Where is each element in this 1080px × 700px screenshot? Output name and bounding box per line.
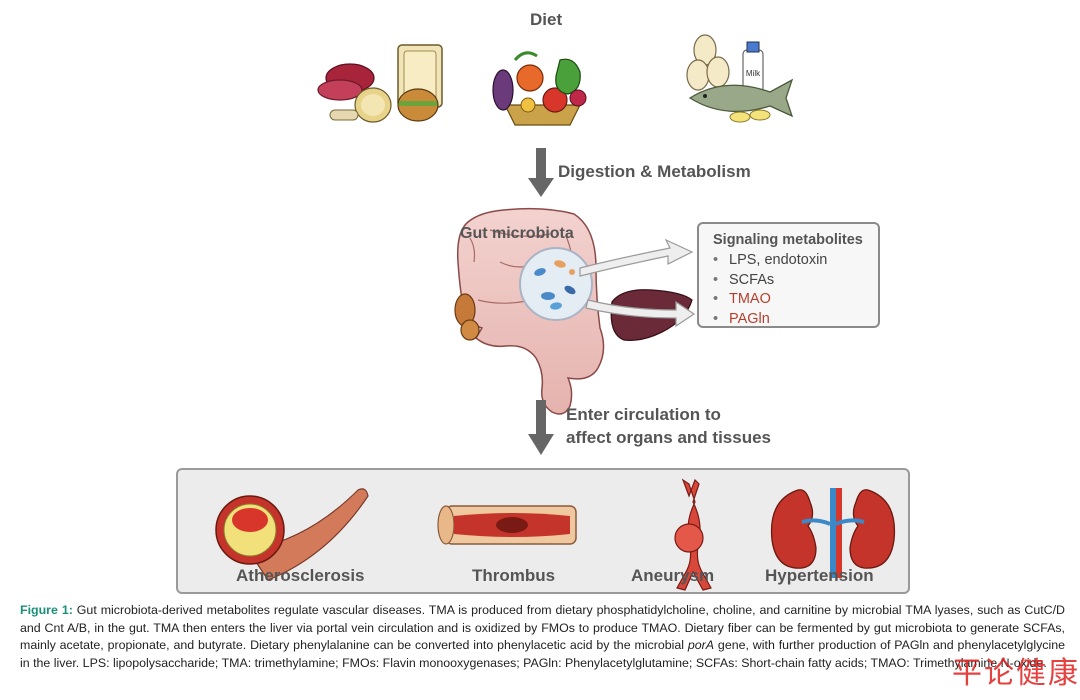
diagram-canvas: Milk bbox=[317, 34, 794, 455]
arrow-to-signaling-icon bbox=[579, 238, 696, 328]
atherosclerosis-icon bbox=[215, 488, 369, 581]
aneurysm-icon bbox=[674, 478, 712, 591]
figure-caption: Figure 1: Gut microbiota-derived metabol… bbox=[20, 602, 1065, 672]
signaling-item: •LPS, endotoxin bbox=[713, 252, 828, 268]
meat-bread-food-icon bbox=[317, 44, 443, 123]
caption-italic-gene: porA bbox=[687, 638, 715, 653]
signaling-metabolites-box: Signaling metabolites •LPS, endotoxin •S… bbox=[697, 222, 880, 328]
signaling-item: •SCFAs bbox=[713, 271, 775, 288]
caption-lead: Figure 1: bbox=[20, 603, 73, 617]
bacteria-magnifier-icon bbox=[519, 247, 593, 321]
signaling-list: •LPS, endotoxin •SCFAs •TMAO •PAGln bbox=[713, 251, 827, 329]
disease-label-aneurysm: Aneurysm bbox=[631, 566, 715, 585]
kidneys-icon bbox=[770, 488, 896, 578]
arrow-digestion-icon bbox=[528, 148, 554, 197]
circulation-label-line2: affect organs and tissues bbox=[566, 428, 772, 447]
watermark: 平论健康 bbox=[952, 656, 1080, 691]
thrombus-icon bbox=[437, 505, 577, 545]
signaling-item: •TMAO bbox=[713, 291, 771, 307]
disease-icons bbox=[215, 478, 896, 591]
gut-microbiota-label: Gut microbiota bbox=[460, 225, 574, 242]
disease-label-hypertension: Hypertension bbox=[765, 566, 874, 585]
caption-text-part2: gene, with further production of PAGln a… bbox=[20, 638, 1066, 670]
disease-label-thrombus: Thrombus bbox=[472, 566, 556, 585]
vegetables-basket-icon bbox=[492, 51, 587, 126]
disease-panel bbox=[176, 468, 910, 594]
signaling-title: Signaling metabolites bbox=[713, 232, 863, 248]
diet-title: Diet bbox=[530, 10, 563, 29]
milk-label: Milk bbox=[746, 69, 761, 78]
arrow-circulation-icon bbox=[528, 400, 554, 455]
signaling-item: •PAGln bbox=[713, 310, 770, 327]
circulation-label-line1: Enter circulation to bbox=[566, 405, 721, 424]
digestion-label: Digestion & Metabolism bbox=[558, 162, 751, 181]
caption-text-part1: Gut microbiota-derived metabolites regul… bbox=[20, 603, 1066, 653]
disease-label-atherosclerosis: Atherosclerosis bbox=[236, 566, 365, 585]
eggs-milk-fish-icon: Milk bbox=[686, 34, 794, 123]
